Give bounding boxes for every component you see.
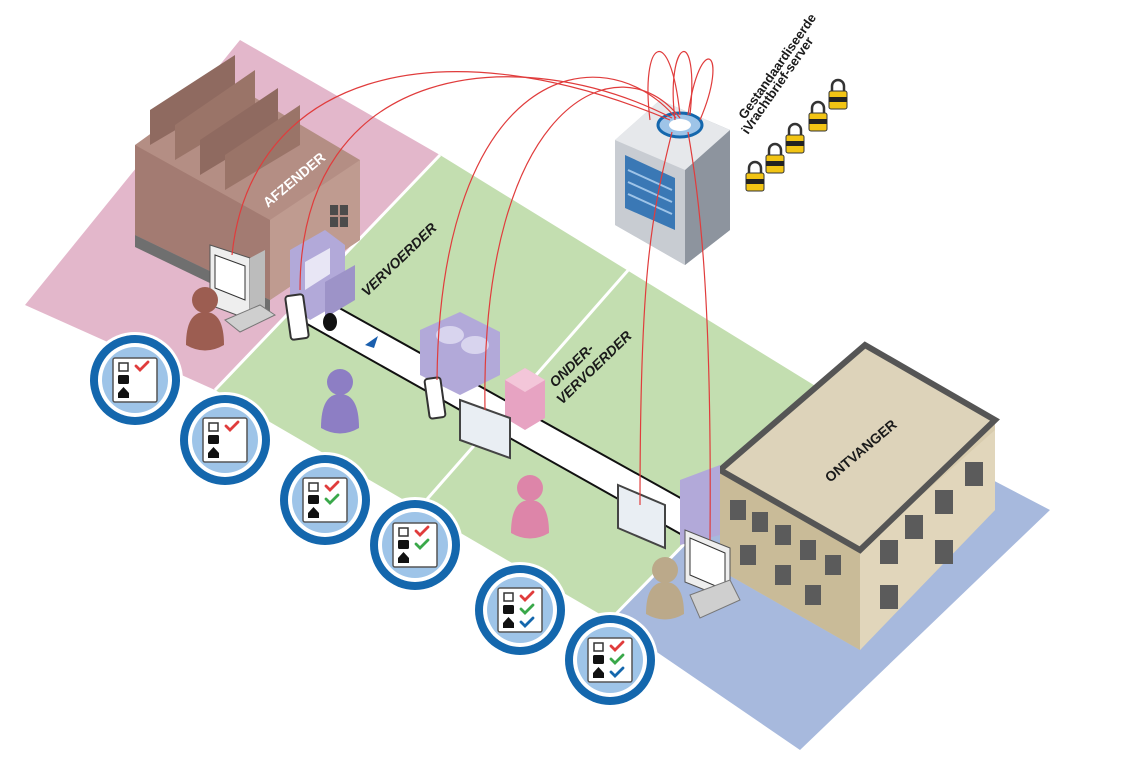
document-icon [308, 482, 319, 492]
check-icon [324, 480, 340, 492]
check-icon [519, 616, 535, 628]
document-icon [118, 362, 129, 372]
check-icon [414, 538, 430, 550]
lock-icon [828, 78, 848, 110]
tablet-icon [459, 398, 511, 460]
lock-icon [765, 142, 785, 174]
check-icon [224, 420, 240, 432]
truck-icon [420, 312, 500, 395]
status-badges [87, 332, 658, 708]
tablet-icon [284, 293, 310, 341]
check-icon [414, 525, 430, 537]
truck-icon [308, 495, 319, 504]
tablet-icon [423, 376, 447, 420]
house-icon [398, 552, 409, 563]
truck-icon [503, 605, 514, 614]
person-icon [186, 287, 224, 351]
house-icon [208, 447, 219, 458]
truck-icon [208, 435, 219, 444]
house-icon [593, 667, 604, 678]
house-icon [503, 617, 514, 628]
document-icon [208, 422, 219, 432]
lock-icon [785, 122, 805, 154]
lock-icon [745, 160, 765, 192]
document-icon [503, 592, 514, 602]
status-badge [472, 562, 568, 658]
tablet-icon [617, 483, 666, 550]
check-icon [134, 360, 150, 372]
locks-group [745, 78, 848, 192]
check-icon [519, 603, 535, 615]
signal-lines [231, 50, 714, 541]
document-icon [398, 527, 409, 537]
warehouse-icon [680, 341, 1000, 650]
server-icon [615, 100, 730, 265]
person-icon [511, 475, 549, 539]
house-icon [118, 387, 129, 398]
truck-icon [118, 375, 129, 384]
check-icon [609, 653, 625, 665]
check-icon [324, 493, 340, 505]
label-server-line1: Gestandaardiseerde [735, 11, 819, 122]
truck-icon [398, 540, 409, 549]
person-icon [321, 369, 359, 434]
check-icon [519, 590, 535, 602]
house-icon [308, 507, 319, 518]
subcarrier-vehicle [505, 368, 545, 430]
status-badge [177, 392, 273, 488]
document-icon [593, 642, 604, 652]
check-icon [609, 640, 625, 652]
status-badge [87, 332, 183, 428]
lock-icon [808, 100, 828, 132]
kiosk-receiver [684, 529, 741, 619]
person-icon [646, 557, 684, 620]
status-badge [562, 612, 658, 708]
status-badge [277, 452, 373, 548]
kiosk-sender [209, 244, 277, 333]
label-server-line2: iVrachtbrief-server [738, 34, 816, 137]
status-badge [367, 497, 463, 593]
check-icon [609, 666, 625, 678]
truck-icon [593, 655, 604, 664]
road-arrow [365, 336, 378, 348]
